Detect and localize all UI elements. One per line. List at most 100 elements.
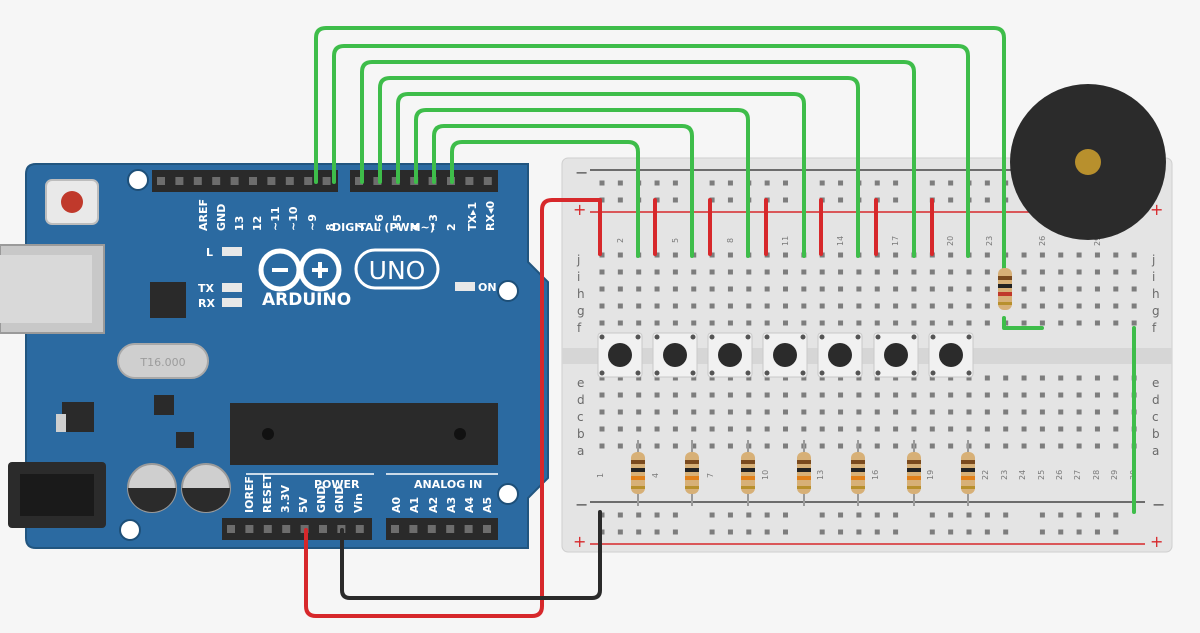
breadboard-hole (801, 286, 807, 292)
row-label-j: j (1151, 253, 1155, 267)
header-hole (267, 177, 276, 185)
rail-hole (874, 180, 880, 186)
breadboard-hole (966, 320, 972, 326)
breadboard-hole (966, 286, 972, 292)
usb-connector-inner (0, 255, 92, 323)
digital-pin-label: AREF (197, 199, 210, 231)
breadboard-hole (966, 303, 972, 309)
rail-hole (654, 197, 660, 203)
column-number: 22 (981, 470, 990, 480)
label-l: L (206, 246, 213, 259)
breadboard-hole (727, 303, 733, 309)
row-label-b: b (1152, 427, 1160, 441)
header-hole (373, 177, 382, 185)
rail-hole (984, 512, 990, 518)
header-hole (304, 177, 313, 185)
breadboard-hole (819, 375, 825, 381)
breadboard-hole (801, 426, 807, 432)
breadboard-hole (1021, 320, 1027, 326)
breadboard-hole (1113, 286, 1119, 292)
breadboard-hole (929, 269, 935, 275)
breadboard-hole (1094, 286, 1100, 292)
power-pin-label: 5V (297, 496, 310, 513)
breadboard-hole (617, 375, 623, 381)
breadboard-hole (856, 303, 862, 309)
rail-hole (636, 512, 642, 518)
breadboard-hole (599, 269, 605, 275)
breadboard-hole (893, 409, 899, 415)
breadboard-hole (727, 392, 733, 398)
breadboard-hole (929, 375, 935, 381)
capacitor-stripe (128, 488, 176, 512)
breadboard-hole (801, 392, 807, 398)
breadboard-hole (1113, 375, 1119, 381)
analog-pin-label: A4 (463, 496, 476, 513)
column-number: 23 (985, 236, 994, 246)
breadboard-hole (929, 409, 935, 415)
breadboard-hole (819, 392, 825, 398)
breadboard-hole (654, 320, 660, 326)
rail-hole (948, 512, 954, 518)
breadboard-hole (856, 286, 862, 292)
rail-hole (1076, 529, 1082, 535)
breadboard-hole (654, 303, 660, 309)
breadboard-hole (599, 375, 605, 381)
breadboard-hole (599, 426, 605, 432)
header-hole (285, 177, 294, 185)
breadboard-hole (636, 286, 642, 292)
breadboard-hole (636, 375, 642, 381)
breadboard-hole (746, 375, 752, 381)
digital-pin-label: 13 (233, 216, 246, 231)
push-button[interactable] (597, 332, 643, 378)
breadboard-hole (1058, 252, 1064, 258)
rail-hole (727, 512, 733, 518)
model-label: UNO (369, 256, 426, 285)
power-pin-label: GND (315, 486, 328, 513)
rail-hole (672, 180, 678, 186)
push-button[interactable] (873, 332, 919, 378)
breadboard-hole (1076, 303, 1082, 309)
push-button[interactable] (928, 332, 974, 378)
breadboard-hole (856, 409, 862, 415)
rail-hole (727, 529, 733, 535)
breadboard-hole (801, 320, 807, 326)
breadboard-hole (783, 375, 788, 381)
breadboard-hole (654, 409, 660, 415)
push-button[interactable] (762, 332, 808, 378)
rail-hole (1003, 512, 1009, 518)
rail-hole (874, 512, 880, 518)
rail-hole (929, 529, 935, 535)
rail-hole (819, 512, 825, 518)
header-hole (483, 177, 492, 185)
led-tx (222, 283, 242, 292)
push-button[interactable] (652, 332, 698, 378)
arduino-logo (258, 248, 342, 292)
breadboard-hole (1076, 409, 1082, 415)
breadboard-hole (1058, 375, 1064, 381)
breadboard-hole (911, 375, 917, 381)
rail-hole (1113, 529, 1119, 535)
breadboard-hole (764, 375, 770, 381)
reset-button-cap[interactable] (61, 191, 83, 213)
breadboard-hole (948, 320, 954, 326)
breadboard-hole (599, 392, 605, 398)
push-buttons (597, 332, 974, 378)
power-title: POWER (314, 478, 360, 491)
push-button[interactable] (707, 332, 753, 378)
power-pin-label: Vin (352, 493, 365, 513)
rail-hole (893, 529, 899, 535)
breadboard-hole (1039, 375, 1045, 381)
breadboard-hole (1076, 286, 1082, 292)
breadboard-hole (783, 392, 788, 398)
breadboard-hole (617, 320, 623, 326)
breadboard-hole (929, 303, 935, 309)
breadboard-hole (856, 320, 862, 326)
arduino-uno-board: L TX RX ON T16.000 ARDUINO UNO (0, 163, 549, 549)
breadboard-hole (819, 286, 825, 292)
breadboard-hole (1021, 303, 1027, 309)
chip-notch (262, 428, 274, 440)
breadboard-hole (1039, 303, 1045, 309)
push-button[interactable] (817, 332, 863, 378)
pulldown-resistor (685, 440, 699, 506)
rail-hole (709, 180, 715, 186)
